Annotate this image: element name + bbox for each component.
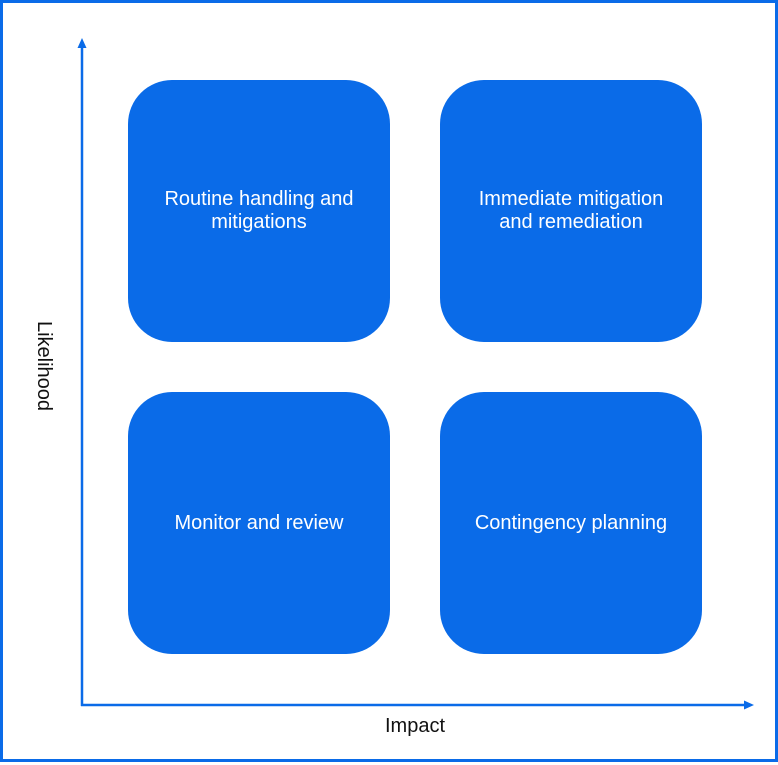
quadrant-top-right-label: Immediate mitigation and remediation (478, 188, 664, 233)
quadrant-bottom-left-label: Monitor and review (174, 511, 344, 534)
quadrant-bottom-right-label: Contingency planning (474, 511, 668, 534)
quadrant-top-left: Routine handling and mitigations (128, 80, 390, 342)
y-axis-label: Likelihood (33, 320, 55, 412)
axes (77, 38, 754, 710)
x-axis-arrowhead-icon (744, 700, 754, 710)
quadrant-top-left-label: Routine handling and mitigations (164, 188, 354, 233)
quadrant-top-right: Immediate mitigation and remediation (440, 80, 702, 342)
y-axis-arrowhead-icon (77, 38, 87, 48)
quadrant-bottom-right: Contingency planning (440, 392, 702, 654)
x-axis-label: Impact (384, 715, 446, 737)
quadrant-bottom-left: Monitor and review (128, 392, 390, 654)
